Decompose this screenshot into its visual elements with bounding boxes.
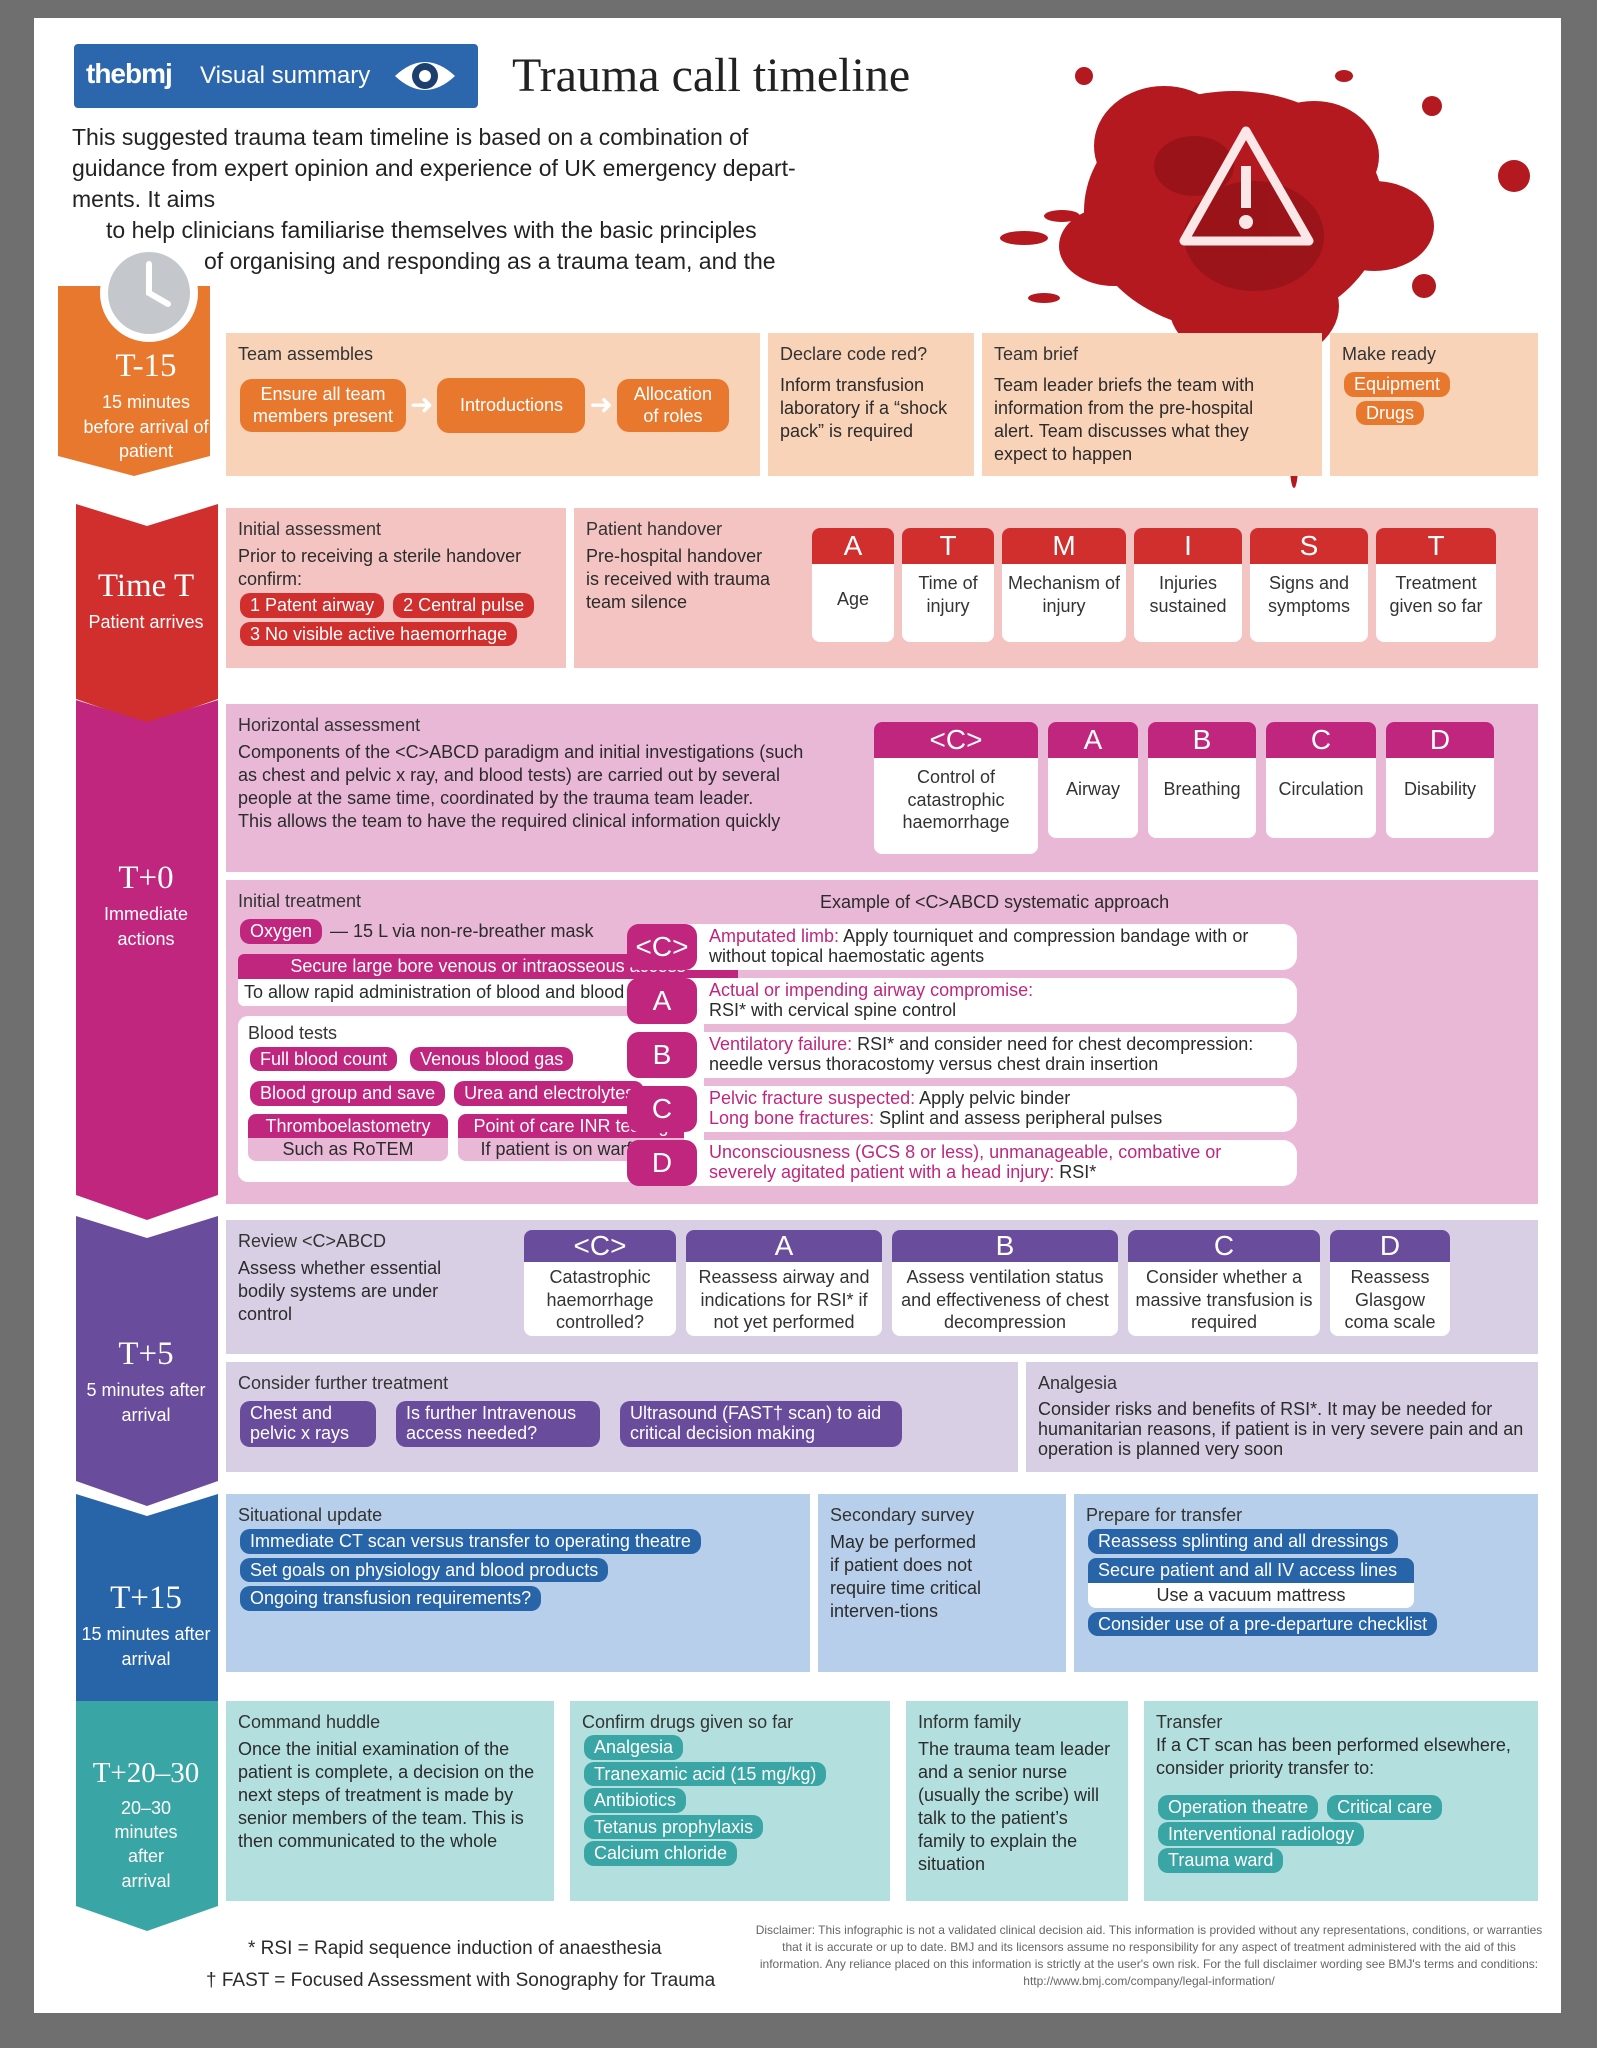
further-ultrasound-tag: Ultrasound (FAST† scan) to aid critical … [620,1401,902,1447]
example-approach-title: Example of <C>ABCD systematic approach [820,892,1170,912]
arrow-right-icon: ➜ [589,389,613,421]
blood-test-fbc: Full blood count [250,1046,398,1072]
sit-goals-tag: Set goals on physiology and blood produc… [240,1557,609,1583]
row-label-t-plus-5: T+5 5 minutes after arrival [86,1336,206,1425]
confirm-drugs-box: Confirm drugs given so far Analgesia Tra… [570,1701,890,1901]
approach-row-c: <C> Amputated limb: Apply tourniquet and… [627,924,1297,970]
footnote-rsi: * RSI = Rapid sequence induction of anae… [248,1938,662,1959]
initial-assessment-box: Initial assessment Prior to receiving a … [226,508,566,668]
transfer-critical-care-tag: Critical care [1327,1795,1443,1820]
transfer-ward-tag: Trauma ward [1158,1848,1284,1873]
row-t-plus-5-band [76,1216,218,1511]
atmist-card-age: A Age [812,528,894,642]
row-t-plus-0-band [76,700,218,1225]
drugs-tag: Drugs [1356,400,1425,426]
transfer-theatre-tag: Operation theatre [1158,1795,1319,1820]
row-t-plus-20-band [76,1701,218,1936]
further-xray-tag: Chest and pelvic x rays [240,1401,376,1447]
row-label-t-minus-15: T-15 15 minutes before arrival of patien… [83,348,209,461]
row-time-t-band [76,504,218,729]
central-pulse-tag: 2 Central pulse [393,593,535,618]
drug-tetanus-tag: Tetanus prophylaxis [584,1814,764,1840]
cabcd-card-breathing: B Breathing [1148,722,1256,838]
disclaimer-text: Disclaimer: This infographic is not a va… [755,1923,1543,1989]
cabcd-card-disability: D Disability [1386,722,1494,838]
drug-txa-tag: Tranexamic acid (15 mg/kg) [584,1761,827,1787]
review-card-control: <C> Catastrophic haemorrhage controlled? [524,1230,676,1336]
row-label-time-t: Time T Patient arrives [88,568,204,633]
make-ready-box: Make ready Equipment Drugs [1330,333,1538,476]
atmist-card-mechanism: M Mechanism of injury [1002,528,1126,642]
command-huddle-box: Command huddle Once the initial examinat… [226,1701,554,1901]
approach-row-b: B Ventilatory failure: RSI* and consider… [627,1032,1297,1078]
review-card-circulation: C Consider whether a massive transfusion… [1128,1230,1320,1336]
infographic-page: thebmj Visual summary Trauma call timeli… [34,18,1561,2013]
row-label-t-plus-20: T+20–30 20–30 minutes after arrival [92,1757,200,1891]
prep-splinting-tag: Reassess splinting and all dressings [1088,1529,1399,1554]
brand-banner: thebmj Visual summary [74,44,478,108]
approach-row-a: A Actual or impending airway compromise:… [627,978,1297,1024]
team-assembles-box: Team assembles Ensure all team members p… [226,333,760,476]
intro-text: This suggested trauma team timeline is b… [72,124,796,274]
drug-calcium-tag: Calcium chloride [584,1841,738,1866]
blood-test-teg: Thromboelastometry [248,1113,448,1139]
page-title: Trauma call timeline [512,49,911,102]
step-ensure-team: Ensure all team members present [240,378,406,432]
team-brief-box: Team brief Team leader briefs the team w… [982,333,1322,476]
further-treatment-box: Consider further treatment Chest and pel… [226,1362,1018,1472]
prep-secure-tag: Secure patient and all IV access lines [1088,1557,1414,1583]
review-card-breathing: B Assess ventilation status and effectiv… [892,1230,1118,1336]
drug-analgesia-tag: Analgesia [584,1735,684,1760]
brand-logo: thebmj [86,58,173,89]
drug-antibiotics-tag: Antibiotics [584,1788,687,1813]
step-allocation: Allocation of roles [616,378,729,432]
equipment-tag: Equipment [1344,372,1451,397]
cabcd-card-control: <C> Control of catastrophic haemorrhage [874,722,1038,854]
transfer-box: Transfer If a CT scan has been performed… [1144,1701,1538,1901]
patent-airway-tag: 1 Patent airway [240,593,385,618]
no-haemorrhage-tag: 3 No visible active haemorrhage [240,621,518,647]
step-introductions: Introductions [437,378,586,433]
atmist-card-injuries: I Injuries sustained [1134,528,1242,642]
situational-update-box: Situational update Immediate CT scan ver… [226,1494,810,1672]
row-label-t-plus-15: T+15 15 minutes after arrival [81,1580,211,1669]
oxygen-tag: Oxygen [240,919,323,944]
inform-family-box: Inform family The trauma team leader and… [906,1701,1128,1901]
brand-subtitle: Visual summary [200,62,371,89]
atmist-card-treatment: T Treatment given so far [1376,528,1496,642]
footnote-fast: † FAST = Focused Assessment with Sonogra… [206,1970,716,1991]
cabcd-card-circulation: C Circulation [1266,722,1376,838]
sit-ct-tag: Immediate CT scan versus transfer to ope… [240,1529,701,1554]
analgesia-box: Analgesia Consider risks and benefits of… [1026,1362,1538,1472]
cabcd-card-airway: A Airway [1048,722,1138,838]
clock-icon [98,242,200,349]
further-iv-tag: Is further Intravenous access needed? [396,1401,600,1447]
blood-test-vbg: Venous blood gas [410,1046,574,1072]
prepare-transfer-box: Prepare for transfer Reassess splinting … [1074,1494,1538,1672]
review-card-airway: A Reassess airway and indications for RS… [686,1230,882,1336]
blood-test-group-save: Blood group and save [250,1081,446,1106]
review-card-disability: D Reassess Glasgow coma scale [1330,1230,1450,1336]
atmist-card-signs: S Signs and symptoms [1250,528,1368,642]
row-label-t-plus-0: T+0 Immediate actions [103,860,189,949]
blood-test-ue: Urea and electrolytes [454,1081,645,1106]
declare-code-red-box: Declare code red? Inform transfusion lab… [768,333,974,476]
eye-icon [392,54,458,103]
secondary-survey-box: Secondary survey May be performed if pat… [818,1494,1066,1672]
atmist-card-time: T Time of injury [902,528,994,642]
approach-row-d: D Unconsciousness (GCS 8 or less), unman… [627,1140,1297,1186]
sit-transfusion-tag: Ongoing transfusion requirements? [240,1586,542,1611]
transfer-radiology-tag: Interventional radiology [1158,1821,1365,1847]
approach-row-c2: C Pelvic fracture suspected: Apply pelvi… [627,1086,1297,1132]
arrow-right-icon: ➜ [410,389,434,421]
row-t-plus-15-band [76,1494,218,1735]
prep-checklist-tag: Consider use of a pre-departure checklis… [1088,1611,1438,1637]
